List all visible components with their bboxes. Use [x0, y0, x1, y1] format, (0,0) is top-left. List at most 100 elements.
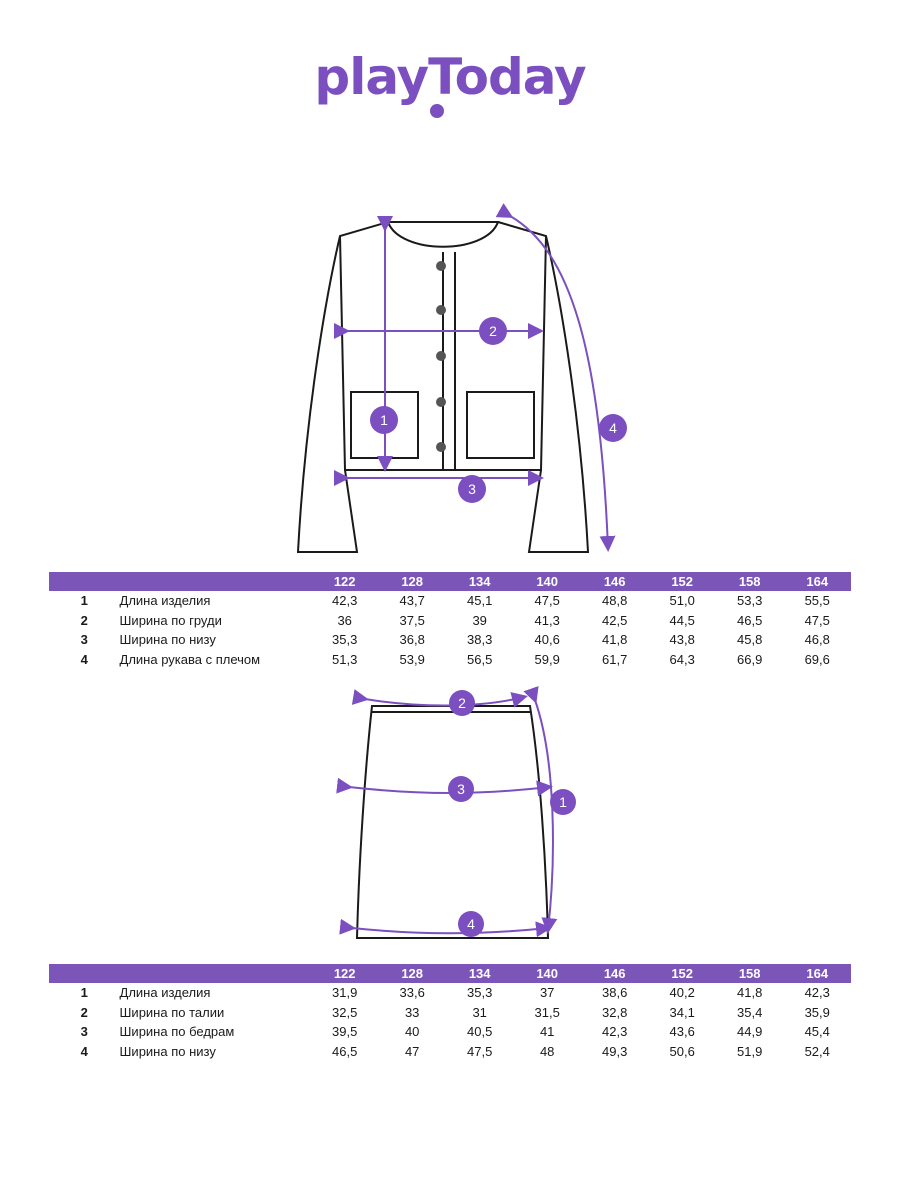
skirt-marker-1: 1 — [559, 794, 567, 810]
jacket-markers: 1 2 3 4 — [370, 317, 627, 503]
cell-value: 37,5 — [399, 612, 425, 628]
size-header: 122 — [310, 964, 379, 983]
cell-value: 37 — [539, 985, 555, 1001]
row-label: Ширина по груди — [119, 612, 222, 628]
cell-value: 59,9 — [534, 651, 560, 667]
cell-value: 35,3 — [332, 632, 358, 648]
cell-value: 31,5 — [534, 1004, 560, 1020]
skirt-diagram: 1 2 3 4 — [336, 686, 576, 939]
cell-value: 41,3 — [534, 612, 560, 628]
cell-value: 40,6 — [534, 632, 560, 648]
size-header: 140 — [513, 964, 581, 983]
table-row: 2 Ширина по талии 32,5 33 31 31,5 32,8 3… — [49, 1003, 851, 1023]
cell-value: 46,5 — [737, 612, 763, 628]
jacket-buttons — [436, 261, 446, 452]
table-row: 4 Ширина по низу 46,5 47 47,5 48 49,3 50… — [49, 1042, 851, 1062]
table-row: 4 Длина рукава с плечом 51,3 53,9 56,5 5… — [49, 650, 851, 670]
cell-value: 42,5 — [602, 612, 628, 628]
cell-value: 45,4 — [804, 1024, 830, 1040]
cell-value: 53,9 — [399, 651, 425, 667]
size-header: 128 — [378, 572, 446, 591]
cell-value: 52,4 — [804, 1043, 830, 1059]
table-row: 2 Ширина по груди 36 37,5 39 41,3 42,5 4… — [49, 611, 851, 631]
size-header: 164 — [783, 572, 851, 591]
cell-value: 31,9 — [332, 985, 358, 1001]
row-label: Длина изделия — [119, 985, 211, 1001]
cell-value: 41,8 — [737, 985, 763, 1001]
cell-value: 69,6 — [804, 651, 830, 667]
cell-value: 32,8 — [602, 1004, 628, 1020]
cell-value: 40 — [404, 1024, 420, 1040]
size-header: 146 — [580, 572, 649, 591]
jacket-outline — [296, 221, 590, 553]
size-header: 158 — [715, 572, 784, 591]
cell-value: 33 — [404, 1004, 420, 1020]
size-header: 134 — [445, 964, 514, 983]
cell-value: 31 — [472, 1004, 487, 1020]
cell-value: 44,9 — [737, 1024, 763, 1040]
table-row: 3 Ширина по низу 35,3 36,8 38,3 40,6 41,… — [49, 630, 851, 650]
cell-value: 47 — [404, 1043, 420, 1059]
cell-value: 33,6 — [399, 985, 425, 1001]
cell-value: 38,3 — [467, 632, 493, 648]
skirt-markers: 1 2 3 4 — [448, 690, 576, 937]
jacket-marker-1: 1 — [380, 412, 388, 428]
cell-value: 34,1 — [669, 1004, 695, 1020]
cell-value: 42,3 — [804, 985, 830, 1001]
jacket-marker-2: 2 — [489, 323, 497, 339]
cell-value: 41 — [539, 1024, 555, 1040]
size-header: 152 — [648, 572, 716, 591]
size-header: 128 — [378, 964, 446, 983]
skirt-marker-2: 2 — [458, 695, 466, 711]
cell-value: 32,5 — [332, 1004, 358, 1020]
cell-value: 47,5 — [804, 612, 830, 628]
cell-value: 56,5 — [467, 651, 493, 667]
cell-value: 38,6 — [602, 985, 628, 1001]
cell-value: 43,6 — [669, 1024, 695, 1040]
row-label: Ширина по талии — [119, 1004, 225, 1020]
size-header: 140 — [513, 572, 581, 591]
cell-value: 41,8 — [602, 632, 628, 648]
cell-value: 55,5 — [804, 593, 830, 609]
row-number: 4 — [80, 651, 88, 667]
row-number: 3 — [80, 632, 88, 648]
cell-value: 48 — [539, 1043, 555, 1059]
row-label: Длина рукава с плечом — [119, 651, 261, 667]
cell-value: 48,8 — [602, 593, 628, 609]
size-header: 122 — [310, 572, 379, 591]
row-number: 1 — [80, 593, 88, 609]
cell-value: 49,3 — [602, 1043, 628, 1059]
brand-logo: playToday — [314, 48, 586, 106]
cell-value: 40,5 — [467, 1024, 493, 1040]
row-number: 4 — [80, 1043, 88, 1059]
row-number: 2 — [80, 612, 88, 628]
row-number: 3 — [80, 1024, 88, 1040]
size-header: 152 — [648, 964, 716, 983]
row-number: 1 — [80, 985, 88, 1001]
cell-value: 61,7 — [602, 651, 628, 667]
cell-value: 47,5 — [467, 1043, 493, 1059]
cell-value: 44,5 — [669, 612, 695, 628]
size-header: 158 — [715, 964, 784, 983]
cell-value: 51,3 — [332, 651, 358, 667]
cell-value: 35,4 — [737, 1004, 763, 1020]
cell-value: 51,0 — [669, 593, 695, 609]
jacket-table-header: 122 128 134 140 146 152 158 164 — [49, 572, 851, 591]
cell-value: 42,3 — [332, 593, 358, 609]
row-label: Ширина по низу — [119, 632, 216, 648]
cell-value: 43,7 — [399, 593, 425, 609]
cell-value: 35,3 — [467, 985, 493, 1001]
cell-value: 46,8 — [804, 632, 830, 648]
cell-value: 51,9 — [737, 1043, 763, 1059]
cell-value: 40,2 — [669, 985, 695, 1001]
jacket-marker-4: 4 — [609, 420, 617, 436]
cell-value: 53,3 — [737, 593, 763, 609]
cell-value: 46,5 — [332, 1043, 358, 1059]
jacket-marker-3: 3 — [468, 481, 476, 497]
skirt-table-header: 122 128 134 140 146 152 158 164 — [49, 964, 851, 983]
table-row: 1 Длина изделия 42,3 43,7 45,1 47,5 48,8… — [49, 591, 851, 611]
cell-value: 35,9 — [804, 1004, 830, 1020]
cell-value: 36 — [337, 612, 352, 628]
cell-value: 66,9 — [737, 651, 763, 667]
skirt-marker-3: 3 — [457, 781, 465, 797]
